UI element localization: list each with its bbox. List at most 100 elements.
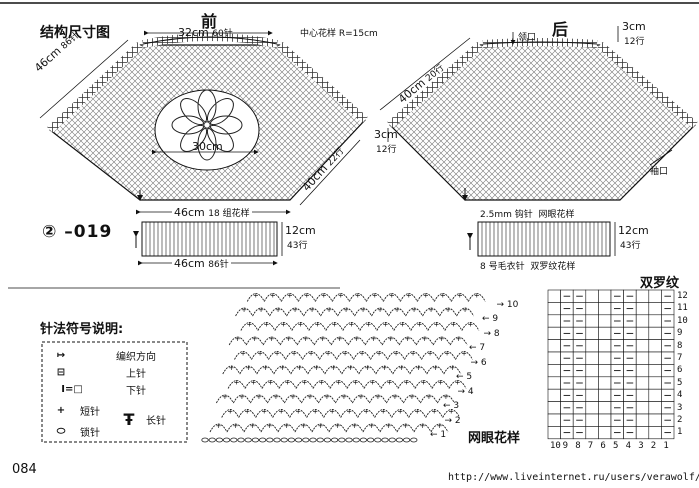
single-crochet-mark: + (278, 407, 284, 415)
chain-arc (260, 423, 279, 433)
chain-arc (353, 351, 371, 360)
rib-cell (585, 351, 599, 365)
chain-arc (408, 409, 427, 418)
rib-row-number: 10 (677, 315, 688, 326)
foundation-chain (359, 437, 367, 443)
back-rib-notes: 8 号毛衣针 双罗纹花样 (480, 262, 576, 272)
rib-cell (635, 364, 650, 378)
chain-arc (354, 307, 372, 317)
chain-arc (358, 365, 377, 375)
rib-cell (585, 326, 599, 340)
page-title: 结构尺寸图 (40, 25, 110, 41)
single-crochet-mark: + (355, 291, 361, 299)
chain-arc (396, 423, 415, 433)
single-crochet-mark: + (393, 349, 399, 357)
chain-arc (261, 380, 280, 389)
chain-arc (286, 307, 304, 317)
single-crochet-mark: + (235, 335, 241, 343)
single-crochet-mark: + (369, 422, 375, 430)
rib-row-number: 12 (677, 291, 688, 301)
chain-arc (267, 394, 285, 404)
single-crochet-mark: + (359, 349, 365, 357)
single-crochet-mark: + (267, 422, 273, 430)
chain-arc (430, 423, 449, 433)
single-crochet-mark: + (262, 364, 268, 372)
legend-item-chain: ⬭ 锁针 (52, 424, 100, 439)
chain-arc (405, 307, 423, 317)
knit-icon: Ⅰ=□ (61, 384, 83, 395)
chain-arc (280, 293, 299, 302)
rib-col-number: 1 (663, 440, 669, 451)
single-crochet-mark: + (423, 291, 429, 299)
mesh-row-number: → 8 (483, 328, 500, 339)
back-rib-rows: 43行 (620, 241, 641, 251)
motif-diameter: 30cm (192, 140, 223, 153)
mesh-row-number: ← 1 (430, 430, 447, 440)
front-top-width: 32cm 60针 (178, 26, 233, 39)
chain-arc (262, 336, 281, 346)
chain-arc (331, 293, 350, 302)
single-crochet-mark: + (337, 335, 343, 343)
single-crochet-mark: + (440, 291, 446, 299)
rib-cell (648, 364, 662, 378)
chain-arc (294, 423, 313, 433)
single-crochet-mark: + (297, 320, 303, 328)
single-crochet-mark: + (244, 407, 250, 415)
front-rib-height: 12cm (285, 224, 316, 237)
rib-cell (635, 289, 650, 303)
chain-arc (437, 394, 455, 404)
chain-arc (257, 322, 276, 331)
mesh-row-number: → 4 (457, 386, 474, 397)
rib-cell (598, 351, 612, 365)
chain-arc (433, 293, 452, 302)
single-crochet-mark: + (397, 407, 403, 415)
rib-cell (598, 376, 612, 390)
chain-arc (359, 322, 378, 331)
rib-cell (585, 401, 599, 415)
rib-cell (585, 376, 599, 390)
chain-arc (235, 307, 253, 317)
rib-cell (547, 364, 561, 378)
chain-arc (285, 351, 303, 360)
rib-col-number: 9 (562, 440, 569, 451)
chain-arc (450, 293, 469, 302)
rib-cell (648, 289, 662, 303)
single-crochet-mark: + (449, 364, 455, 372)
chain-arc (422, 307, 440, 317)
rib-cell (547, 413, 561, 427)
single-crochet-mark: + (228, 364, 234, 372)
mesh-row-number: → 6 (470, 357, 487, 368)
single-crochet-mark: + (420, 422, 426, 430)
chain-arc (421, 351, 439, 360)
single-crochet-mark: + (376, 349, 382, 357)
rib-cell (547, 314, 561, 328)
rib-cell (547, 351, 561, 365)
chain-arc (371, 307, 389, 317)
rib-cell (547, 326, 561, 340)
foundation-chain (410, 437, 418, 443)
chain-arc (404, 351, 422, 360)
single-crochet-mark: + (313, 364, 319, 372)
mesh-row-number: ← 9 (482, 314, 499, 324)
single-crochet-mark: + (377, 306, 383, 314)
single-crochet-mark: + (274, 349, 280, 357)
single-crochet-mark: + (246, 320, 252, 328)
chain-arc (444, 322, 463, 331)
single-crochet-mark: + (312, 407, 318, 415)
rib-row-number: 1 (677, 427, 683, 438)
foundation-chain (316, 437, 324, 443)
single-crochet-mark: + (325, 349, 331, 357)
chain-arc (374, 409, 393, 418)
rib-cell (635, 339, 650, 353)
single-crochet-mark: + (439, 335, 445, 343)
single-crochet-mark: + (336, 378, 342, 386)
single-crochet-mark: + (387, 378, 393, 386)
single-crochet-mark: + (321, 291, 327, 299)
foundation-chain (338, 437, 346, 443)
purl-icon: ⊟ (56, 367, 66, 378)
single-crochet-mark: + (252, 335, 258, 343)
single-crochet-mark: + (421, 378, 427, 386)
chain-arc (307, 365, 326, 375)
chain-arc (221, 409, 240, 418)
chain-arc (238, 409, 257, 418)
